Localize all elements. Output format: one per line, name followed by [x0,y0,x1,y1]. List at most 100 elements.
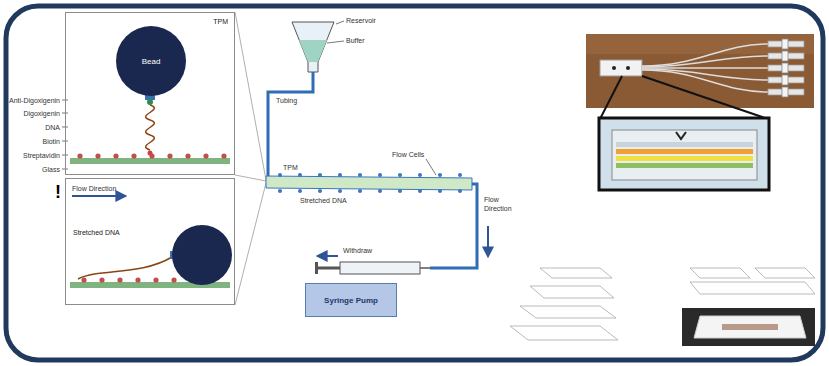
inset-panel: Stretched DNA [65,178,235,305]
projection-line [235,12,266,180]
assembly-sketch [690,282,815,294]
panel-heading: TPM [66,17,234,26]
streptavidin [185,153,190,158]
assembly-sketch [690,268,750,278]
stretched-bead [438,189,442,193]
part-label: TPM [283,163,298,172]
streptavidin [77,153,82,158]
leader-line [336,21,344,24]
channel [616,149,753,154]
photo-tube [642,67,768,69]
syringe-plunger [318,267,340,270]
layer-sketch [510,326,618,340]
streptavidin [113,153,118,158]
streptavidin [117,277,122,282]
flow-label: Flow Direction [72,184,116,193]
device-photo [586,34,814,108]
part-label: Buffer [346,36,365,45]
assembly-sketch [755,268,815,278]
tethered-bead [358,173,362,177]
action-label: Withdraw [343,246,372,255]
layer-sketch [520,306,616,318]
streptavidin [99,277,104,282]
stretched-bead [378,189,382,193]
outer-frame [6,6,823,360]
tethered-bead [318,173,322,177]
streptavidin [171,277,176,282]
glass-surface [70,158,230,164]
stretched-bead [338,189,342,193]
layer-sketch [530,286,614,298]
tethered-bead [378,173,382,177]
photo-tube [642,56,768,67]
withdraw-arrow [318,255,338,257]
valve-knob [782,87,788,97]
syringe-needle [420,267,430,269]
inset-panel: TPM Bead [65,12,235,175]
tethered-bead [418,173,422,177]
streptavidin [149,153,154,158]
flow-cell-chip [600,60,642,76]
stretched-bead [458,189,462,193]
part-label: DNA [45,123,60,132]
stretched-bead [278,189,282,193]
part-label: Flow Cells [392,150,424,159]
flow-cell [266,176,472,190]
valve-knob [782,39,788,49]
streptavidin [203,153,208,158]
digoxigenin [147,99,153,105]
projection-line [235,183,266,305]
tethered-bead [458,173,462,177]
part-label: Tubing [276,96,297,105]
bead [172,225,232,285]
streptavidin [167,153,172,158]
flow-arrow [72,195,125,197]
stretched-bead [398,189,402,193]
part-label: Glass [42,165,60,174]
slide-channel [722,324,778,330]
part-label: Digoxigenin [23,109,60,118]
chip-body [612,130,757,180]
tethered-bead [298,173,302,177]
process-box: Syringe Pump [305,283,397,317]
channel [616,142,753,147]
bead-circle-fill [116,26,186,96]
tubing [430,184,477,268]
projection-line [235,175,266,181]
bead-label: Bead [142,57,161,66]
valve-knob [782,51,788,61]
streptavidin [95,153,100,158]
chip-closeup [599,118,769,190]
leader-line [426,159,436,175]
streptavidin [81,277,86,282]
part-label: Stretched DNA [300,196,347,205]
part-label: Biotin [42,137,60,146]
part-label: Streptavidin [23,151,60,160]
streptavidin [221,153,226,158]
streptavidin [131,153,136,158]
zoom-line [642,76,768,119]
wood-grain [586,34,814,54]
stretched-dna [78,257,172,279]
photo-tube [642,44,768,66]
chip-port [626,66,630,70]
streptavidin [153,277,158,282]
streptavidin [135,277,140,282]
stretched-bead [418,189,422,193]
valve-knob [782,63,788,73]
buffer-fluid [299,40,327,62]
reservoir-funnel [292,22,334,72]
stretched-bead [298,189,302,193]
chip-port [612,66,616,70]
tethered-bead [338,173,342,177]
tethered-bead [438,173,442,177]
part-label: Anti-Digoxigenin [9,96,60,105]
photo-tube [642,70,768,92]
chip-mark [676,132,686,139]
slide [694,316,806,338]
tubing [268,72,313,178]
stretched-bead [358,189,362,193]
flow-arrow [487,226,489,256]
channel [616,163,753,168]
mark: ! [55,182,61,202]
